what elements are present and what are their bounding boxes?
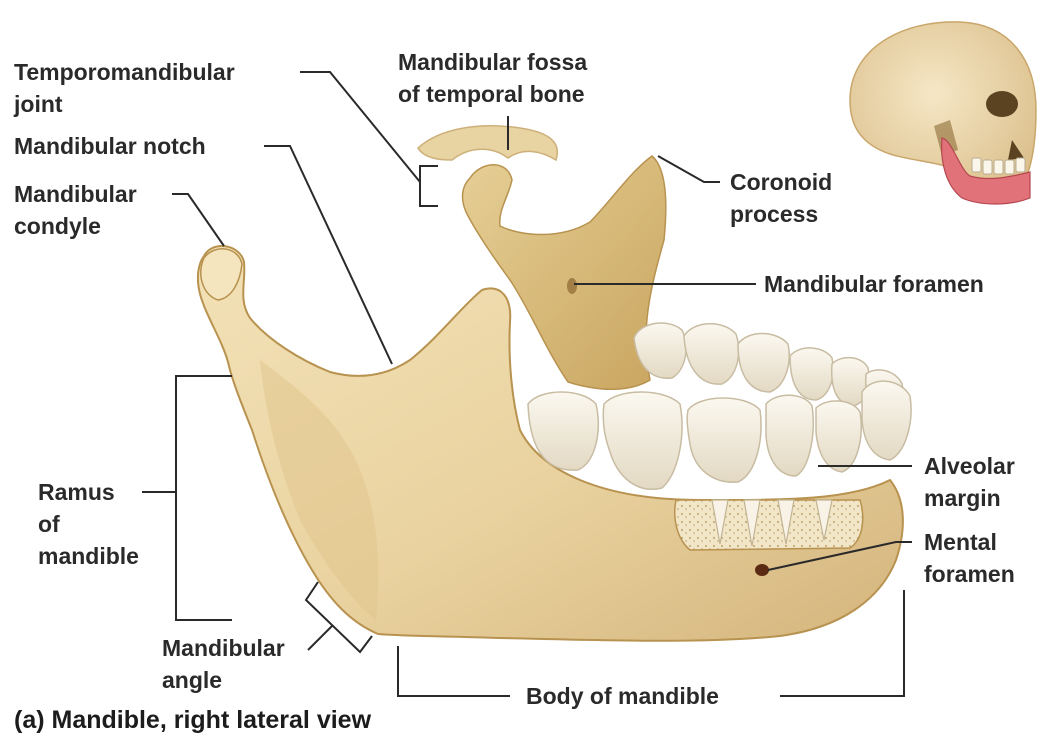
skull-icon bbox=[850, 22, 1036, 204]
leader-angle bbox=[308, 626, 332, 650]
label-body-of-mandible: Body of mandible bbox=[526, 680, 719, 712]
bracket-ramus bbox=[176, 376, 232, 620]
label-mandibular-notch: Mandibular notch bbox=[14, 130, 206, 162]
label-mental-foramen: Mental foramen bbox=[924, 526, 1015, 590]
label-mandibular-foramen: Mandibular foramen bbox=[764, 268, 984, 300]
label-temporomandibular-joint: Temporomandibular joint bbox=[14, 56, 235, 120]
bracket-tmj bbox=[420, 166, 438, 206]
alveolar-window bbox=[675, 500, 863, 550]
leader-coronoid bbox=[658, 156, 720, 182]
label-alveolar-margin: Alveolar margin bbox=[924, 450, 1015, 514]
label-mandibular-fossa: Mandibular fossa of temporal bone bbox=[398, 46, 587, 110]
label-coronoid-process: Coronoid process bbox=[730, 166, 832, 230]
mandibular-foramen-hole bbox=[567, 278, 577, 294]
temporal-fossa-fragment bbox=[418, 126, 557, 160]
figure-caption: (a) Mandible, right lateral view bbox=[14, 706, 371, 735]
leader-condyle bbox=[172, 194, 224, 246]
bracket-body-left bbox=[398, 646, 510, 696]
mental-foramen-hole bbox=[755, 564, 769, 576]
label-mandibular-condyle: Mandibular condyle bbox=[14, 178, 137, 242]
label-ramus-of-mandible: Ramus of mandible bbox=[38, 476, 139, 572]
leader-notch bbox=[264, 146, 392, 364]
label-mandibular-angle: Mandibular angle bbox=[162, 632, 285, 696]
